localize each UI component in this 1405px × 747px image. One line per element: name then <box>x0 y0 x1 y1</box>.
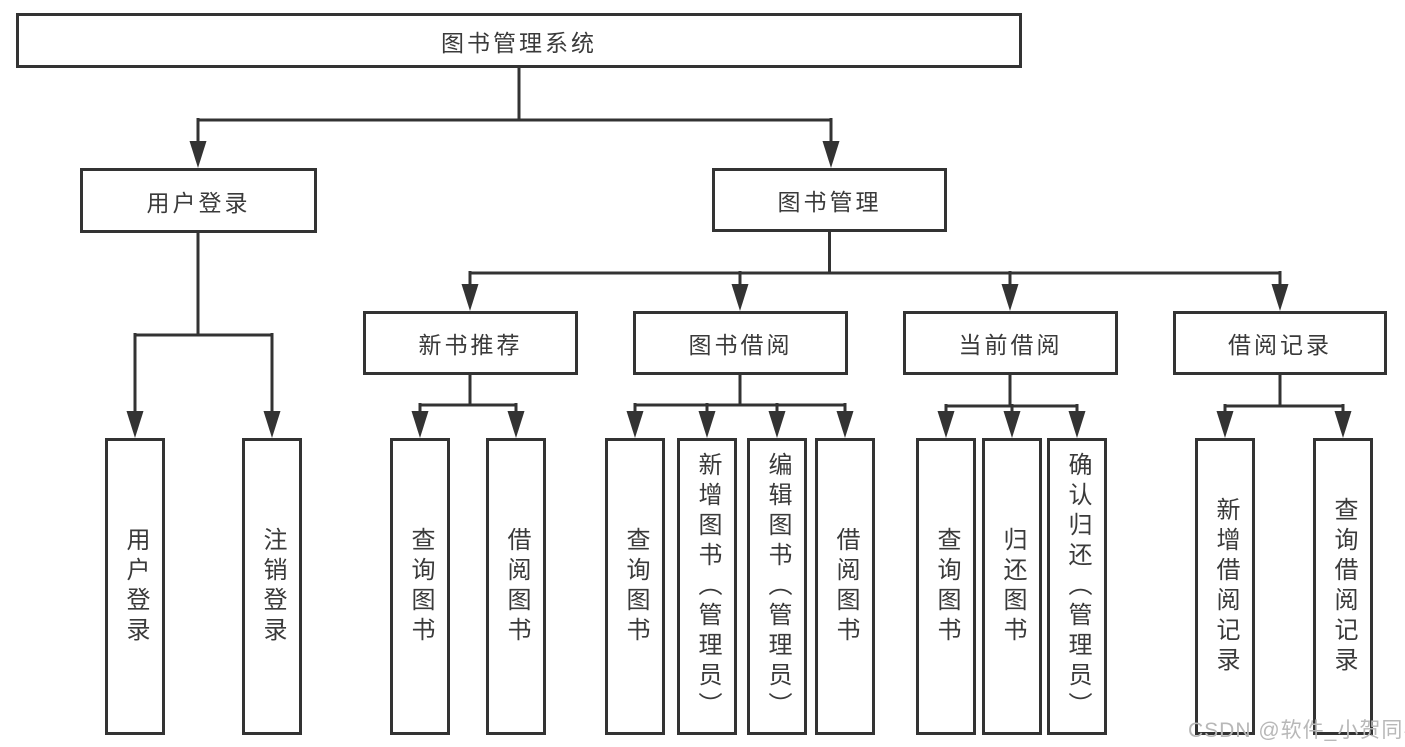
node-label: 新增借阅记录 <box>1212 496 1239 677</box>
arrowheads <box>126 141 1352 438</box>
node-query-books-borrow: 查询图书 <box>605 438 665 735</box>
node-logout: 注销登录 <box>242 438 302 735</box>
node-label: 当前借阅 <box>958 332 1063 358</box>
node-label: 注销登录 <box>259 526 286 647</box>
connector-borrow-records-children <box>1223 375 1345 420</box>
node-label: 用户登录 <box>146 189 251 216</box>
node-user-login-action: 用户登录 <box>105 438 165 735</box>
node-current-borrowing: 当前借阅 <box>903 311 1118 375</box>
node-label: 编辑图书（管理员） <box>764 451 791 722</box>
node-label: 图书管理系统 <box>441 29 597 56</box>
node-new-book-recommendation: 新书推荐 <box>363 311 578 375</box>
node-label: 借阅记录 <box>1228 332 1332 358</box>
connector-user-login-children <box>133 233 274 420</box>
connector-book-borrowing-children <box>633 375 847 420</box>
node-book-borrowing: 图书借阅 <box>633 311 848 375</box>
node-label: 图书管理 <box>777 189 882 215</box>
node-edit-book-admin: 编辑图书（管理员） <box>747 438 807 735</box>
node-label: 查询图书 <box>407 526 434 647</box>
node-borrow-books: 借阅图书 <box>815 438 875 735</box>
node-label: 归还图书 <box>999 526 1026 647</box>
node-label: 新增图书（管理员） <box>694 451 721 722</box>
node-label: 新书推荐 <box>418 332 523 358</box>
node-add-borrow-record: 新增借阅记录 <box>1195 438 1255 735</box>
node-query-books-rec: 查询图书 <box>390 438 450 735</box>
connector-book-mgmt-children <box>468 232 1282 294</box>
node-book-management: 图书管理 <box>712 168 947 232</box>
node-label: 查询图书 <box>622 526 649 647</box>
connector-root-to-level2 <box>196 68 833 150</box>
node-library-management-system: 图书管理系统 <box>16 13 1022 68</box>
node-label: 确认归还（管理员） <box>1064 451 1091 722</box>
node-query-borrow-record: 查询借阅记录 <box>1313 438 1373 735</box>
node-borrow-books-rec: 借阅图书 <box>486 438 546 735</box>
connector-new-book-rec-children <box>418 375 518 420</box>
node-label: 借阅图书 <box>832 526 859 647</box>
node-return-books: 归还图书 <box>982 438 1042 735</box>
node-borrowing-records: 借阅记录 <box>1173 311 1387 375</box>
node-label: 借阅图书 <box>503 526 530 647</box>
node-confirm-return-admin: 确认归还（管理员） <box>1047 438 1107 735</box>
node-label: 图书借阅 <box>688 332 793 358</box>
node-add-book-admin: 新增图书（管理员） <box>677 438 737 735</box>
node-user-login: 用户登录 <box>80 168 317 233</box>
csdn-watermark: CSDN @软件_小贺同学 <box>1188 719 1405 742</box>
node-label: 用户登录 <box>122 526 149 647</box>
node-label: 查询借阅记录 <box>1330 496 1357 677</box>
node-query-books-current: 查询图书 <box>916 438 976 735</box>
node-label: 查询图书 <box>933 526 960 647</box>
